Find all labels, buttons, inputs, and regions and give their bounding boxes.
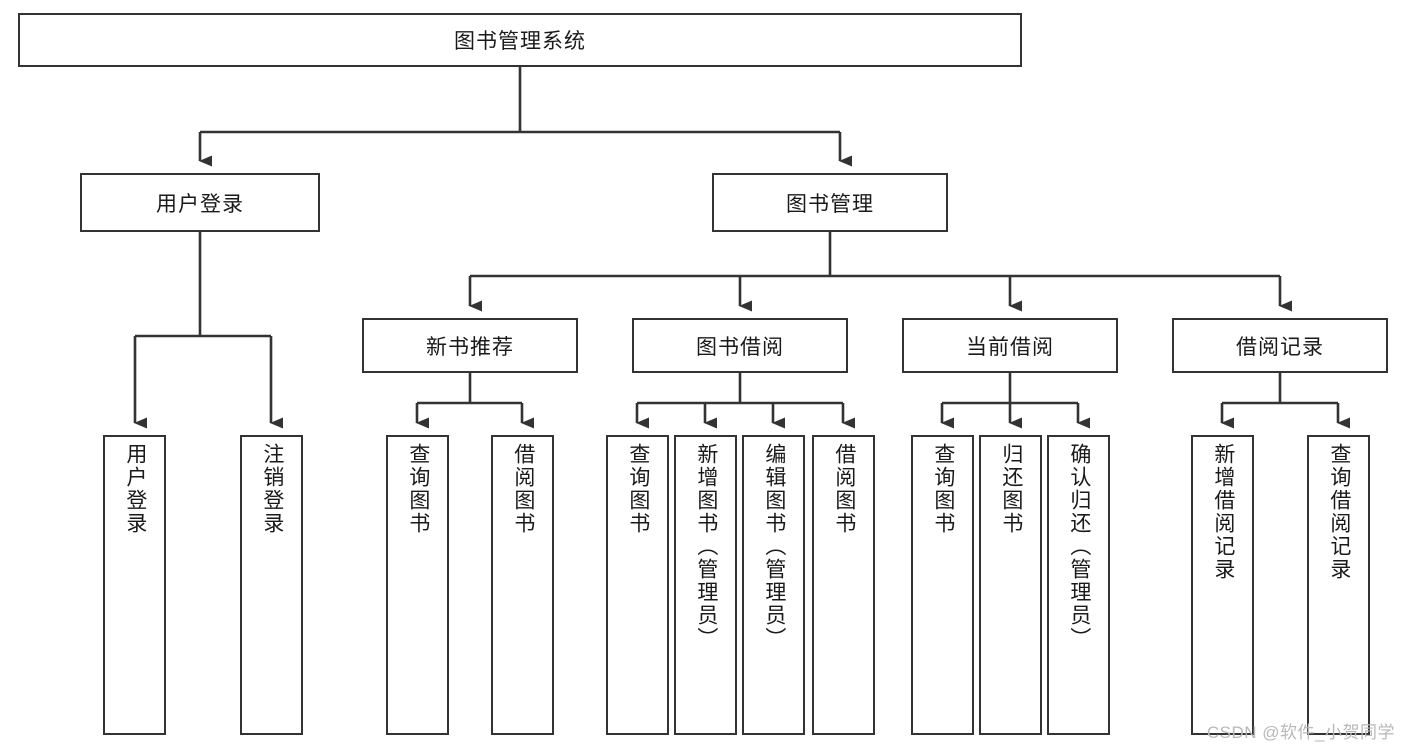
- node-user-login[interactable]: 用户登录: [80, 173, 320, 232]
- node-book-management[interactable]: 图书管理: [712, 173, 948, 232]
- leaf-edit-book-admin-label: 编辑图书（管理员）: [762, 443, 786, 650]
- leaf-return-book-label: 归还图书: [999, 443, 1023, 535]
- leaf-query-borrow-record[interactable]: 查询借阅记录: [1307, 435, 1370, 735]
- leaf-user-login-label: 用户登录: [123, 443, 147, 535]
- leaf-query-book-current-label: 查询图书: [931, 443, 955, 535]
- leaf-query-book-borrow[interactable]: 查询图书: [606, 435, 669, 735]
- leaf-borrow-book-recommend-label: 借阅图书: [511, 443, 535, 535]
- leaf-add-book-admin-label: 新增图书（管理员）: [694, 443, 718, 650]
- leaf-query-book-recommend[interactable]: 查询图书: [386, 435, 449, 735]
- leaf-return-book[interactable]: 归还图书: [979, 435, 1042, 735]
- node-book-borrow-label: 图书借阅: [696, 335, 784, 359]
- leaf-add-book-admin[interactable]: 新增图书（管理员）: [674, 435, 737, 735]
- node-book-borrow[interactable]: 图书借阅: [632, 318, 848, 373]
- leaf-query-book-borrow-label: 查询图书: [626, 443, 650, 535]
- leaf-add-borrow-record[interactable]: 新增借阅记录: [1191, 435, 1254, 735]
- node-new-book-recommend-label: 新书推荐: [426, 335, 514, 359]
- node-root-label: 图书管理系统: [454, 30, 586, 53]
- node-book-management-label: 图书管理: [786, 192, 874, 216]
- node-borrow-records-label: 借阅记录: [1236, 335, 1324, 359]
- leaf-borrow-book-label: 借阅图书: [832, 443, 856, 535]
- node-borrow-records[interactable]: 借阅记录: [1172, 318, 1388, 373]
- leaf-confirm-return-admin-label: 确认归还（管理员）: [1067, 443, 1091, 650]
- node-current-borrow-label: 当前借阅: [966, 335, 1054, 359]
- leaf-edit-book-admin[interactable]: 编辑图书（管理员）: [742, 435, 805, 735]
- leaf-add-borrow-record-label: 新增借阅记录: [1211, 443, 1235, 581]
- leaf-logout[interactable]: 注销登录: [240, 435, 303, 735]
- watermark-text: CSDN @软件_小贺同学: [1206, 723, 1395, 742]
- node-current-borrow[interactable]: 当前借阅: [902, 318, 1118, 373]
- leaf-user-login[interactable]: 用户登录: [103, 435, 166, 735]
- leaf-borrow-book[interactable]: 借阅图书: [812, 435, 875, 735]
- leaf-confirm-return-admin[interactable]: 确认归还（管理员）: [1047, 435, 1110, 735]
- leaf-logout-label: 注销登录: [260, 443, 284, 535]
- leaf-query-book-recommend-label: 查询图书: [406, 443, 430, 535]
- node-new-book-recommend[interactable]: 新书推荐: [362, 318, 578, 373]
- leaf-query-book-current[interactable]: 查询图书: [911, 435, 974, 735]
- node-user-login-label: 用户登录: [156, 192, 244, 216]
- leaf-query-borrow-record-label: 查询借阅记录: [1327, 443, 1351, 581]
- leaf-borrow-book-recommend[interactable]: 借阅图书: [491, 435, 554, 735]
- node-root[interactable]: 图书管理系统: [18, 13, 1022, 67]
